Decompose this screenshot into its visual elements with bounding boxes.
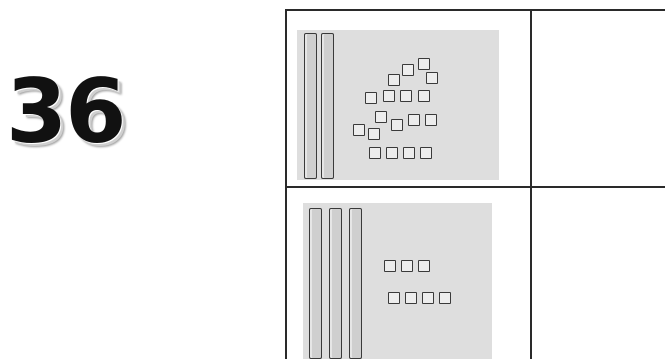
ten-rod	[329, 208, 342, 359]
target-number: 36	[6, 60, 126, 163]
one-cube	[422, 292, 434, 304]
option-b-blocks[interactable]	[303, 203, 492, 359]
option-a-blocks[interactable]	[297, 30, 499, 180]
grid-line-row-divider	[285, 186, 665, 188]
one-cube	[369, 147, 381, 159]
ten-rod	[321, 33, 334, 179]
one-cube	[425, 114, 437, 126]
one-cube	[418, 260, 430, 272]
one-cube	[405, 292, 417, 304]
one-cube	[368, 128, 380, 140]
one-cube	[403, 147, 415, 159]
one-cube	[402, 64, 414, 76]
grid-line-left	[285, 9, 287, 359]
one-cube	[353, 124, 365, 136]
one-cube	[400, 90, 412, 102]
one-cube	[365, 92, 377, 104]
ten-rod	[349, 208, 362, 359]
one-cube	[418, 90, 430, 102]
one-cube	[388, 74, 400, 86]
one-cube	[386, 147, 398, 159]
one-cube	[391, 119, 403, 131]
one-cube	[383, 90, 395, 102]
one-cube	[439, 292, 451, 304]
ten-rod	[304, 33, 317, 179]
one-cube	[401, 260, 413, 272]
grid-line-middle	[530, 9, 532, 359]
answer-cell-b[interactable]	[532, 188, 665, 359]
one-cube	[426, 72, 438, 84]
one-cube	[375, 111, 387, 123]
one-cube	[418, 58, 430, 70]
grid-line-top	[285, 9, 665, 11]
one-cube	[384, 260, 396, 272]
answer-cell-a[interactable]	[532, 11, 665, 186]
ten-rod	[309, 208, 322, 359]
one-cube	[420, 147, 432, 159]
one-cube	[388, 292, 400, 304]
one-cube	[408, 114, 420, 126]
